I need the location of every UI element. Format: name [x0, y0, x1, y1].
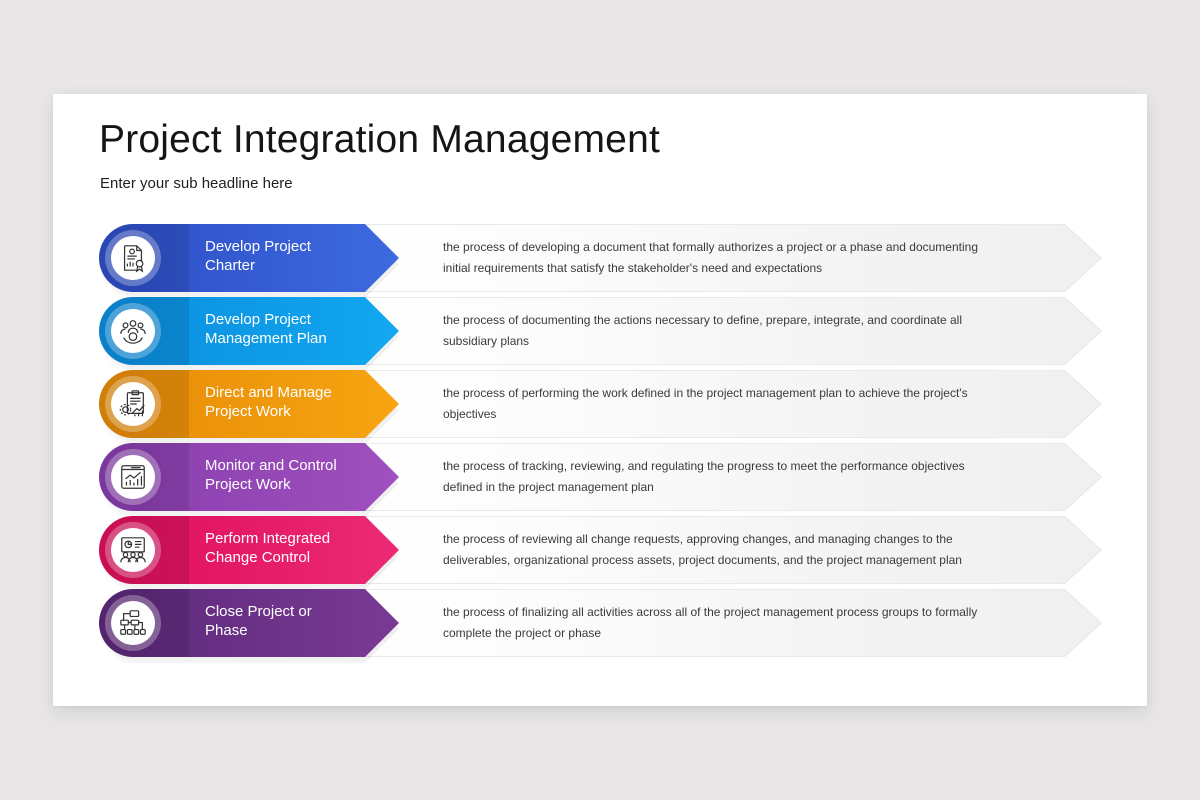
icon-disc [111, 382, 155, 426]
slide: Project Integration Management Enter you… [53, 94, 1147, 706]
step-label-line-1: Perform Integrated [205, 530, 331, 547]
step-pill [133, 224, 399, 292]
description-band [350, 298, 1100, 364]
step-label-line-2: Charter [205, 257, 256, 274]
step-description: the process of reviewing all change requ… [443, 532, 962, 567]
step-description: the process of tracking, reviewing, and … [443, 459, 965, 494]
step-pill [133, 589, 399, 657]
step-description: the process of documenting the actions n… [443, 313, 962, 348]
chart-monitor-icon [121, 465, 145, 489]
step-pill [133, 370, 399, 438]
step-label: Develop Project Management Plan [205, 310, 395, 348]
description-band [350, 444, 1100, 510]
step-description: the process of finalizing all activities… [443, 605, 978, 640]
step-label: Direct and Manage Project Work [205, 383, 395, 421]
icon-disc [111, 236, 155, 280]
step-label: Monitor and Control Project Work [205, 456, 395, 494]
step-description: the process of performing the work defin… [443, 386, 968, 421]
step-label-line-2: Project Work [205, 476, 291, 493]
clipboard-growth-icon [119, 390, 145, 417]
slide-subtitle: Enter your sub headline here [100, 175, 293, 192]
step-label-line-1: Develop Project [205, 238, 311, 255]
step-label-line-1: Monitor and Control [205, 457, 337, 474]
icon-disc [111, 309, 155, 353]
step-label: Develop Project Charter [205, 237, 395, 275]
step-row-close-project-or-phase: the process of finalizing all activities… [99, 589, 1102, 663]
step-pill [133, 443, 399, 511]
presentation-audience-icon [120, 537, 146, 563]
team-gear-icon [120, 320, 146, 344]
step-label: Perform Integrated Change Control [205, 529, 395, 567]
step-label-line-2: Phase [205, 622, 248, 639]
step-row-direct-and-manage-project-work: the process of performing the work defin… [99, 370, 1102, 444]
step-row-monitor-and-control-project-work: the process of tracking, reviewing, and … [99, 443, 1102, 517]
icon-disc [111, 601, 155, 645]
step-pill [133, 516, 399, 584]
slide-title: Project Integration Management [99, 118, 660, 161]
step-label-line-1: Develop Project [205, 311, 311, 328]
step-description: the process of developing a document tha… [443, 240, 978, 275]
description-band [350, 225, 1100, 291]
step-row-develop-project-management-plan: the process of documenting the actions n… [99, 297, 1102, 371]
icon-disc [111, 455, 155, 499]
description-band [350, 517, 1100, 583]
step-row-develop-project-charter: the process of developing a document tha… [99, 224, 1102, 298]
step-pill [133, 297, 399, 365]
icon-disc [111, 528, 155, 572]
description-band [350, 590, 1100, 656]
step-label-line-1: Direct and Manage [205, 384, 332, 401]
hierarchy-flow-icon [120, 610, 146, 635]
step-label-line-2: Change Control [205, 549, 311, 566]
step-label-line-2: Project Work [205, 403, 291, 420]
step-label-line-1: Close Project or [205, 603, 312, 620]
step-label-line-2: Management Plan [205, 330, 327, 347]
step-label: Close Project or Phase [205, 602, 395, 640]
step-row-perform-integrated-change-control: the process of reviewing all change requ… [99, 516, 1102, 590]
certificate-document-icon [123, 245, 144, 273]
description-band [350, 371, 1100, 437]
